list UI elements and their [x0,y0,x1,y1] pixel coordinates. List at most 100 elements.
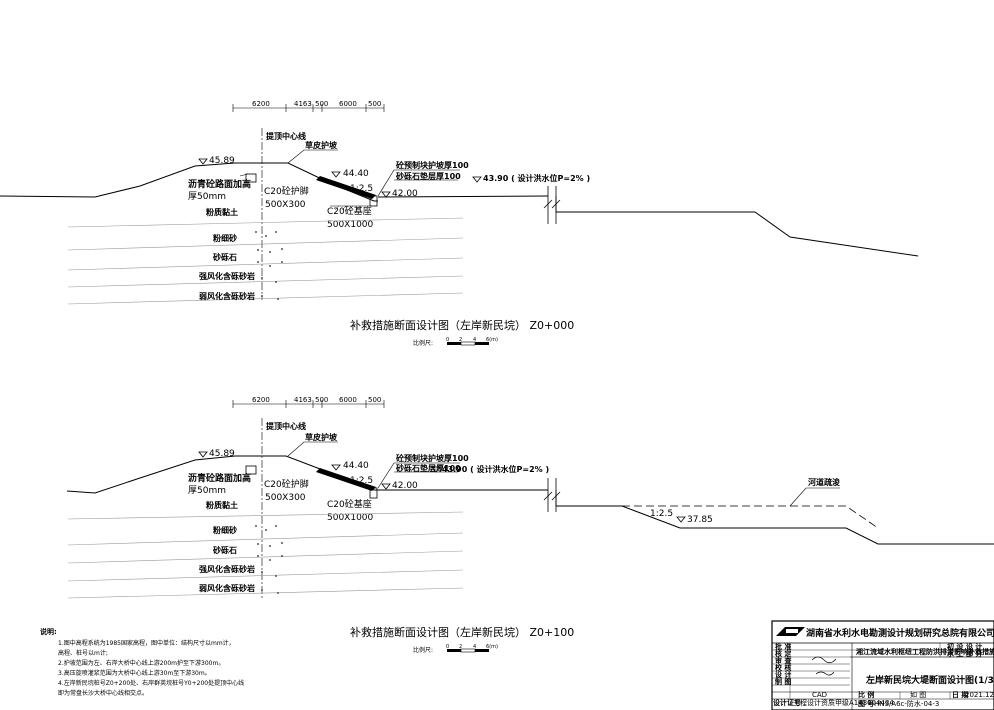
design-notes: 说明: 1.图中高程系统为1985国家高程，图中单位：结构尺寸以mm计， 高程、… [40,627,244,697]
ground-line-right [377,195,549,198]
layer-strongly-weathered: 强风化含砾砂岩 [199,271,255,281]
break-symbol [543,186,561,224]
road-label: 沥青砼路面加高 [188,178,251,190]
flood-level-label: 43.90 ( 设计洪水位P=2% ) [483,173,590,183]
design-stage: 初 设 设 计 [947,642,982,651]
dimension-chain [232,104,385,112]
precast-label: 砼预制块护坡厚100 [396,453,469,463]
cert-label: 设计证号 [773,698,801,707]
role-draft: 制 图 [775,677,791,686]
road-thickness: 厚50mm [188,485,226,496]
company-logo [776,627,805,636]
slope-ratio: 1:2.5 [350,476,373,486]
base-size: 500X1000 [327,220,374,230]
scale-field-label: 比 例 [858,690,874,699]
gravel-label: 砂砾石垫层厚100 [395,463,461,473]
layer-fine-sand: 粉细砂 [213,233,237,243]
c20-toe-wall [245,173,257,183]
date-label: 日 期 [952,690,968,699]
scale-label-2: 比例尺: [413,646,433,654]
role-design: 设 计 [775,670,791,679]
layer-weakly-weathered: 弱风化含砾砂岩 [199,291,255,301]
break-symbol [543,478,561,512]
c20-base [369,487,378,499]
jet-grouting-dots [255,231,283,300]
cert-number: 工程设计资质甲级A143004434 [793,698,894,707]
scale-tick-6: 6(m) [486,644,498,650]
elevation-markers [198,451,686,523]
toe-wall-label: C20砼护脚 [264,185,309,197]
berm-elevation: 44.40 [343,461,369,471]
base-elevation: 42.00 [392,481,418,491]
note-line: 3.高压旋喷灌浆范围为大桥中心线上游30m至下游30m。 [58,669,211,677]
role-review: 审 查 [775,656,792,665]
section-z0-100: 6200 4163 500 6000 500 提顶中心线 45.89 44.40 [66,396,994,654]
road-thickness: 厚50mm [188,191,226,202]
project-name: 湘江流域水利枢纽工程防洪排涝影响补救措施专项设计 [856,647,994,656]
scale-tick-4: 4 [473,337,476,343]
discipline: 水 工 部 分 [947,649,982,658]
base-label: C20砼基座 [327,205,372,217]
crest-elevation: 45.89 [209,449,235,459]
role-check: 校 核 [775,663,791,672]
centerline-label: 提顶中心线 [266,131,306,141]
note-line: 高程、桩号以m计; [58,649,108,657]
slope-ratio: 1:2.5 [350,184,373,194]
centerline-label: 提顶中心线 [266,421,306,431]
scale-bar-1 [447,341,489,346]
channel-slope: 1:2.5 [650,509,673,519]
dim-6200: 6200 [252,100,270,108]
road-label: 沥青砼路面加高 [188,472,251,484]
scale-tick-0: 0 [446,337,449,343]
dim-500-a: 500 [315,396,328,404]
role-verify: 核 定 [775,649,791,658]
dimension-chain [232,400,385,408]
signature-marks [811,656,837,676]
section-title-2: 补救措施断面设计图（左岸新民垸） Z0+100 [350,625,574,639]
layer-silty-clay: 粉质黏土 [206,207,238,217]
crest-elevation: 45.89 [209,156,235,166]
channel-profile [556,505,994,545]
scale-tick-2: 2 [459,337,462,343]
dim-6200: 6200 [252,396,270,404]
drawing-no: HNS/A6c-防水-04-3 [874,699,939,708]
drawing-no-label: 图 号 [858,699,874,708]
precast-slope-protection [316,468,376,491]
elevation-markers [198,158,482,198]
scale-tick-6: 6(m) [486,337,498,343]
scale-tick-2: 2 [459,644,462,650]
section-title-1: 补救措施断面设计图（左岸新民垸） Z0+000 [350,318,574,332]
scale-field-value: 如 图 [910,690,926,699]
scale-tick-0: 0 [446,644,449,650]
layer-silty-clay: 粉质黏土 [206,500,238,510]
jet-grouting-dots [255,525,283,594]
scale-label-1: 比例尺: [413,339,433,347]
dim-6000: 6000 [339,396,357,404]
flood-level-label: 43.90 ( 设计洪水位P=2% ) [442,464,549,474]
toe-wall-label: C20砼护脚 [264,478,309,490]
scale-bar-2 [447,648,489,653]
precast-slope-protection [316,176,376,199]
berm-elevation: 44.40 [343,169,369,179]
notes-heading: 说明: [40,627,57,636]
base-size: 500X1000 [327,513,374,523]
company-name: 湖南省水利水电勘测设计规划研究总院有限公司 [806,627,994,639]
gravel-label: 砂砾石垫层厚100 [395,171,461,181]
date-value: 2021.12 [965,691,994,699]
layer-gravel: 砂砾石 [212,252,237,262]
grass-slope-label: 草皮护坡 [305,432,338,442]
c20-base [369,195,378,207]
title-block [771,620,994,710]
grass-slope-label: 草皮护坡 [305,140,338,150]
layer-gravel: 砂砾石 [212,545,237,555]
base-elevation: 42.00 [392,189,418,199]
c20-toe-wall [245,465,257,475]
note-line: 4.左岸新民垸桩号Z0+200处、右岸群英垸桩号Y0+200处提顶中心线 [58,679,244,687]
channel-elevation: 37.85 [687,515,713,525]
leader-lines [239,149,460,207]
dim-4163: 4163 [294,396,312,404]
layer-strongly-weathered: 强风化含砾砂岩 [199,564,255,574]
fill-hatch [334,205,361,211]
